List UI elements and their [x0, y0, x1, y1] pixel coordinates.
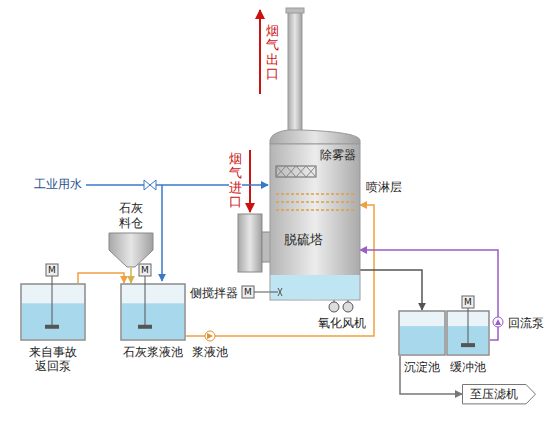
demister-mesh: [286, 166, 296, 177]
slurry-pool: [271, 275, 360, 300]
motor-box: [139, 264, 151, 276]
motor-label: M: [46, 264, 58, 276]
agitator-shaft: [52, 283, 53, 327]
inlet-duct: [238, 214, 262, 272]
tank-outline: [399, 311, 445, 355]
part-label: 氧化风机: [318, 316, 366, 330]
motor-shaft: [468, 308, 469, 310]
stack-cap: [286, 8, 304, 13]
tank-liquid: [400, 326, 444, 354]
tower-label: 脱硫塔: [284, 232, 323, 248]
pump-symbol: [495, 319, 501, 325]
node-outline: [120, 283, 186, 341]
spray-layer: [276, 193, 354, 195]
tank-outline: [21, 284, 85, 340]
tank-liquid: [122, 303, 184, 339]
motor-label: M: [242, 286, 254, 298]
tank-label: 缓冲池: [450, 360, 486, 374]
tank: 沉淀池: [398, 310, 446, 356]
flow-line: [130, 268, 132, 283]
box-label: 至压滤机: [470, 387, 518, 401]
water-branch: [161, 185, 163, 281]
spray-layer: [276, 209, 354, 211]
chimney-stack: [288, 12, 302, 132]
tank-label: 沉淀池: [404, 360, 440, 374]
tank-outline: [447, 311, 489, 355]
motor-shaft: [52, 276, 53, 283]
motor-label: M: [462, 296, 474, 308]
motor-box: [242, 286, 254, 298]
motor-label: M: [139, 264, 151, 276]
agitator-blade: [461, 343, 475, 347]
node-outline: [446, 310, 490, 356]
tank-liquid: [22, 303, 84, 339]
tower-body: [270, 144, 360, 300]
lime-silo: 石灰料仓: [108, 232, 154, 268]
outlet-arrow-box: 至压滤机: [462, 384, 536, 404]
tank: 缓冲池: [446, 310, 490, 356]
flue-label: 烟气出口: [266, 24, 279, 81]
tower-top: [270, 130, 360, 144]
demister-mesh: [306, 166, 316, 177]
tank-label: 来自事故返回泵: [28, 345, 78, 374]
arrow-box-outline: [463, 385, 536, 404]
absorber-tower: 脱硫塔: [270, 144, 360, 300]
part-label: 回流泵: [508, 316, 544, 330]
agitator-shaft: [468, 310, 469, 345]
part-label: 侧搅拌器: [190, 286, 238, 300]
silo-outline: [109, 233, 153, 267]
side-agitator-blade: [270, 288, 282, 296]
flue-outlet-arrow: [259, 10, 261, 94]
motor-box: [46, 264, 58, 276]
tank-label: 石灰浆液池: [123, 345, 183, 359]
agitator-shaft: [145, 283, 146, 327]
flue-inlet-arrow: [249, 150, 251, 212]
pump-symbol: [205, 331, 215, 341]
flow-line: [78, 273, 124, 283]
tank: 来自事故返回泵: [20, 283, 86, 341]
tank: 石灰浆液池: [120, 283, 186, 341]
part-label: 除雾器: [320, 148, 356, 162]
agitator-shaft: [254, 292, 270, 293]
demister-mesh: [276, 166, 286, 177]
blower-symbol: [343, 302, 353, 312]
pump-symbol: [207, 333, 213, 339]
flue-label: 烟气进口: [229, 152, 242, 209]
motor-shaft: [145, 276, 146, 283]
node-outline: [270, 144, 360, 300]
motor-box: [462, 296, 474, 308]
spray-layer: [276, 201, 354, 203]
tank-outline: [121, 284, 185, 340]
node-outline: [108, 232, 154, 268]
part-label: 工业用水: [34, 177, 82, 191]
tank-label: 石灰料仓: [118, 201, 143, 230]
valve-symbol: [144, 180, 156, 190]
agitator-blade: [45, 325, 59, 329]
pump-symbol: [493, 317, 503, 327]
part-label: 浆液池: [192, 345, 228, 359]
part-label: 喷淋层: [366, 180, 402, 194]
node-outline: [20, 283, 86, 341]
demister-mesh: [296, 166, 306, 177]
agitator-blade: [138, 325, 152, 329]
flow-line: [360, 270, 422, 310]
demister-symbol: [276, 166, 316, 177]
blower-symbol: [329, 302, 339, 312]
node-outline: [398, 310, 446, 356]
